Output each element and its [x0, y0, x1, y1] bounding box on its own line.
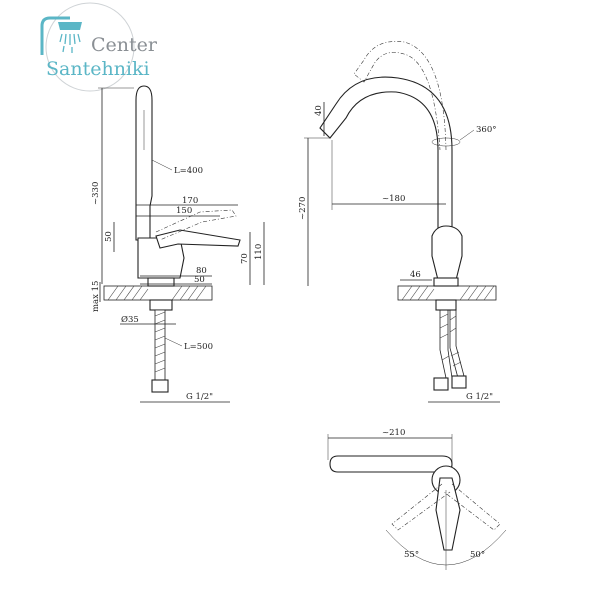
dia-35-label: Ø35: [121, 314, 139, 325]
reach-180-label: ~180: [382, 194, 405, 204]
front-hoses: [433, 310, 467, 391]
dim-150-label: 150: [176, 206, 192, 216]
angle-right-label: 50°: [470, 550, 485, 560]
dim-80-label: 80: [196, 266, 207, 276]
max-15-label: max 15: [91, 281, 101, 312]
side-spout-length-label: L=400: [174, 166, 203, 176]
hose-length-label: L=500: [184, 342, 213, 352]
logo-line1: Center: [91, 34, 158, 56]
side-hose: [151, 309, 169, 393]
dim-110-label: 110: [254, 244, 264, 260]
side-countertop: [103, 285, 213, 301]
top-spout: [329, 455, 453, 473]
shower-head-icon: [40, 16, 82, 55]
side-view: ~330 L=400 170 150 50 70 110 80 50 max 1…: [91, 85, 265, 403]
angle-left-label: 55°: [404, 550, 419, 560]
logo: Center Santehniki: [40, 2, 158, 92]
top-view: ~210 55° 50°: [327, 428, 507, 570]
front-spout: [319, 76, 453, 233]
front-body: [431, 225, 463, 281]
side-lever: [155, 229, 241, 249]
front-countertop: [397, 285, 497, 301]
front-height-label: ~270: [298, 197, 308, 220]
side-spout: [135, 85, 153, 241]
dim-50-left-label: 50: [104, 231, 114, 242]
logo-line2: Santehniki: [46, 58, 150, 80]
rotation-label: 360°: [476, 125, 496, 135]
dim-50-bottom-label: 50: [194, 275, 205, 285]
front-view: 360° 40 ~270 ~180: [298, 41, 500, 403]
front-thread-label: G 1/2": [466, 392, 493, 402]
dim-70-label: 70: [240, 253, 250, 264]
width-210-label: ~210: [382, 428, 405, 438]
top-lever: [435, 477, 461, 551]
dim-170-label: 170: [182, 196, 198, 206]
side-height-label: ~330: [91, 182, 101, 205]
side-thread-label: G 1/2": [186, 392, 213, 402]
dim-46-label: 46: [410, 270, 421, 280]
dim-40-label: 40: [314, 105, 324, 116]
